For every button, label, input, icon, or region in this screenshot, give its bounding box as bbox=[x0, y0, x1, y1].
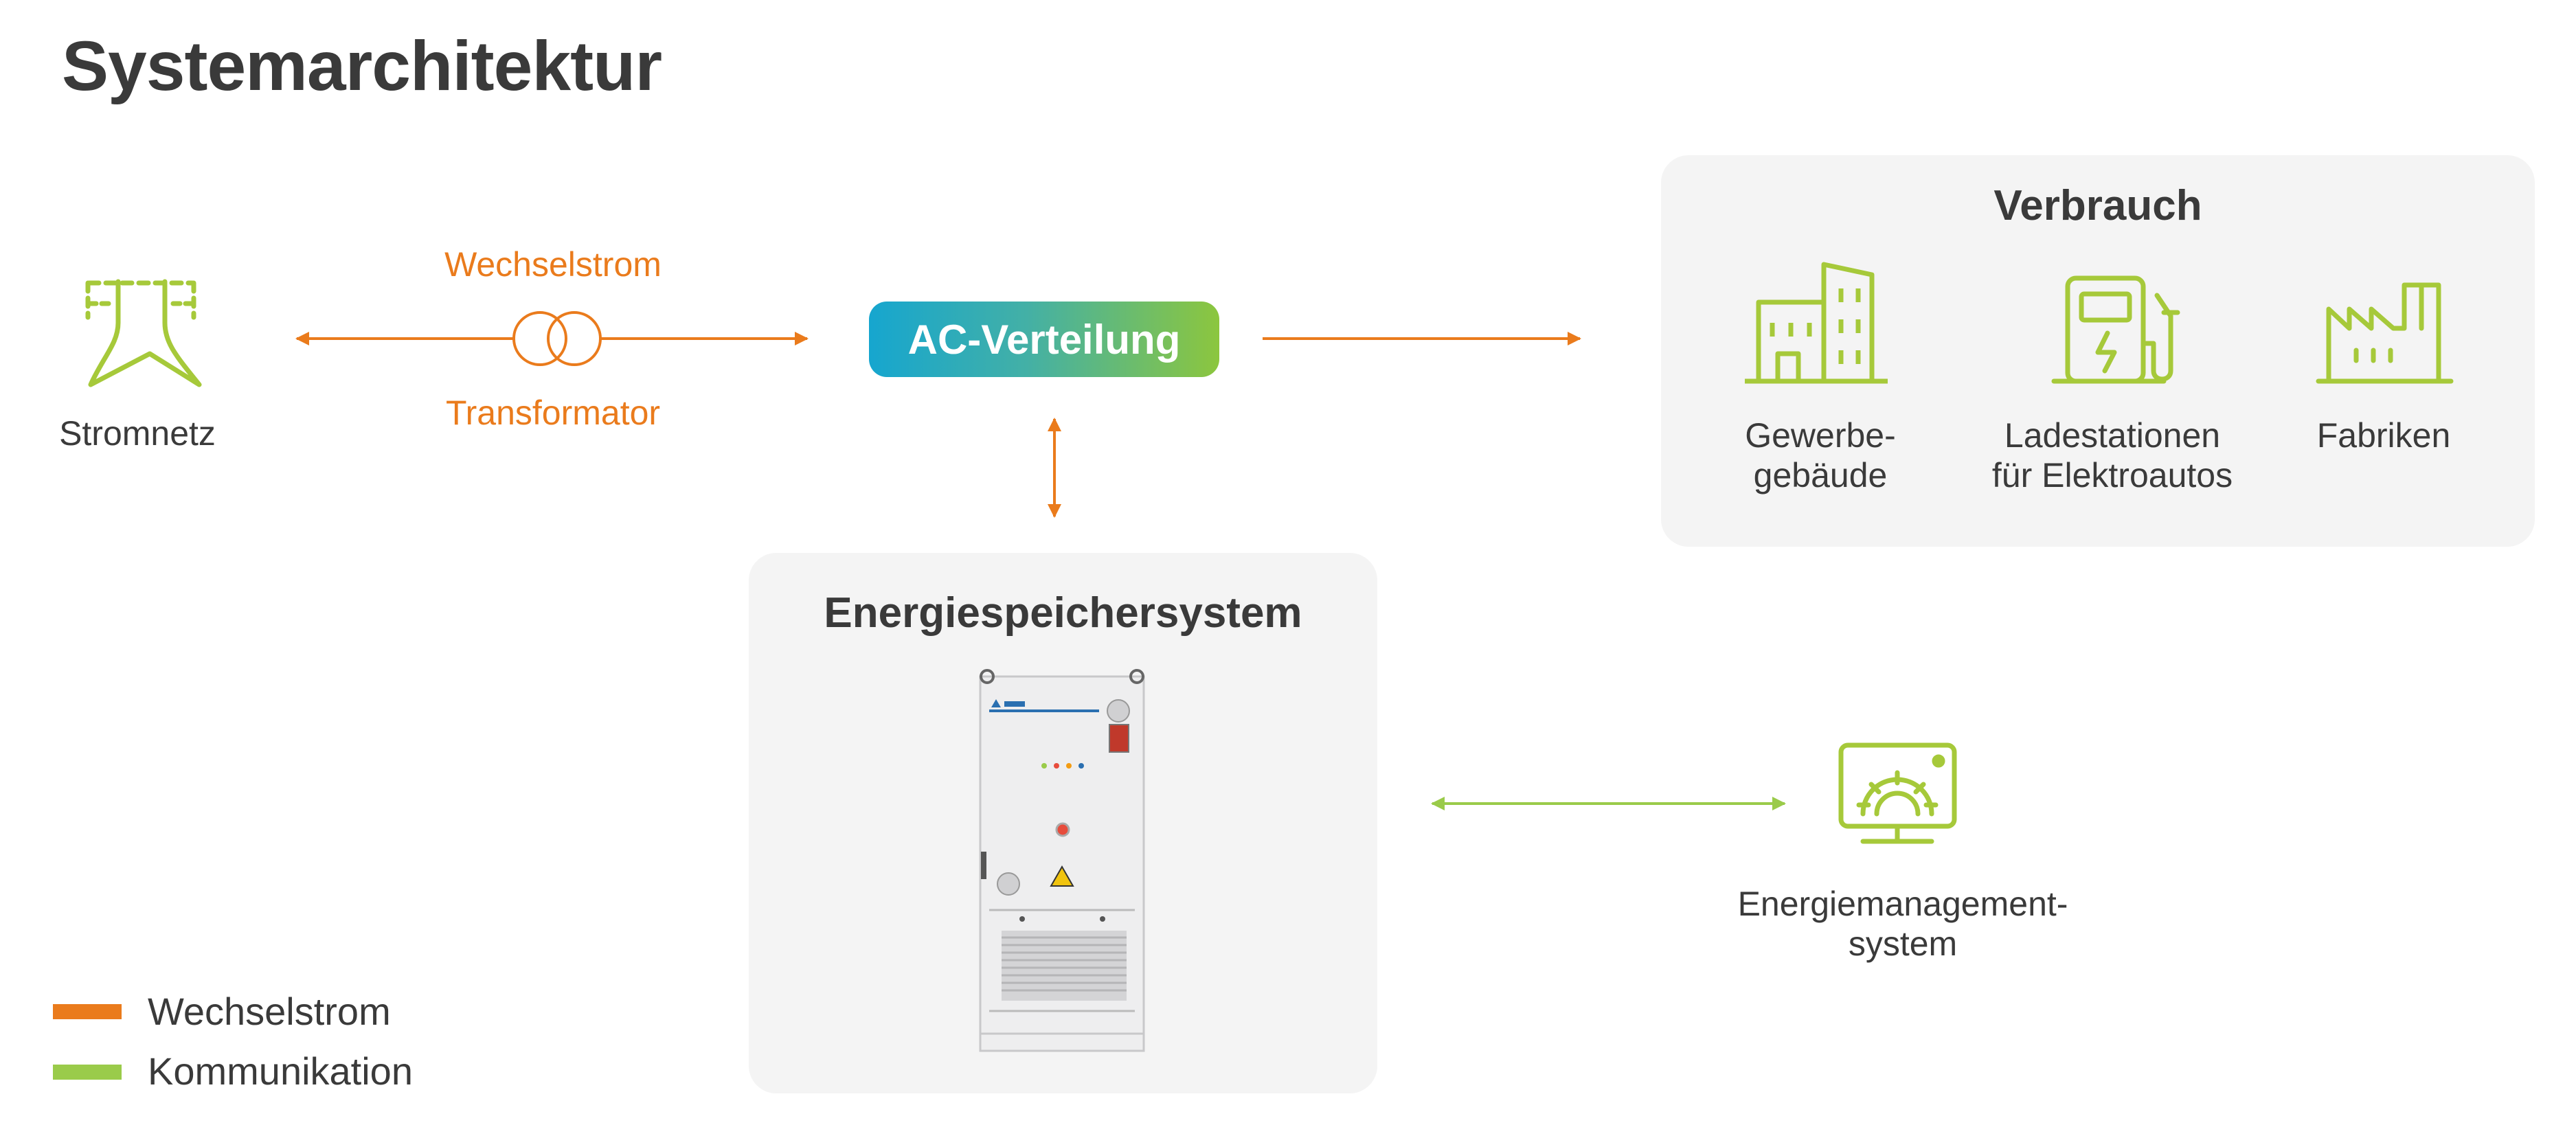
ev-charger-icon bbox=[2051, 275, 2180, 384]
factory-icon bbox=[2316, 282, 2454, 384]
grid-label: Stromnetz bbox=[59, 414, 216, 453]
storage-panel: Energiespeichersystem bbox=[749, 553, 1377, 1093]
consumption-item-label: Fabriken bbox=[2316, 416, 2451, 455]
legend-ac-swatch bbox=[53, 1004, 122, 1019]
ac-distribution-box: AC-Verteilung bbox=[869, 302, 1219, 377]
consumption-item-label: Ladestationen für Elektroautos bbox=[1991, 416, 2233, 495]
buildings-icon bbox=[1745, 262, 1888, 384]
legend-ac-label: Wechselstrom bbox=[148, 990, 391, 1033]
ems-label: Energiemanagement- system bbox=[1737, 885, 2068, 963]
storage-title: Energiespeichersystem bbox=[824, 589, 1302, 637]
transformer-bottom-label: Transformator bbox=[445, 394, 661, 432]
consumption-title: Verbrauch bbox=[1993, 182, 2202, 229]
transformer-top-label: Wechselstrom bbox=[444, 245, 662, 284]
storage-cabinet-icon bbox=[979, 669, 1145, 1052]
power-tower-icon bbox=[85, 279, 202, 387]
legend-comm-swatch bbox=[53, 1065, 122, 1080]
monitor-gear-icon bbox=[1838, 742, 1957, 844]
page-title: Systemarchitektur bbox=[62, 27, 662, 105]
transformer-icon bbox=[512, 311, 602, 366]
consumption-item-label: Gewerbe- gebäude bbox=[1745, 416, 1896, 495]
legend-comm-label: Kommunikation bbox=[148, 1049, 413, 1093]
